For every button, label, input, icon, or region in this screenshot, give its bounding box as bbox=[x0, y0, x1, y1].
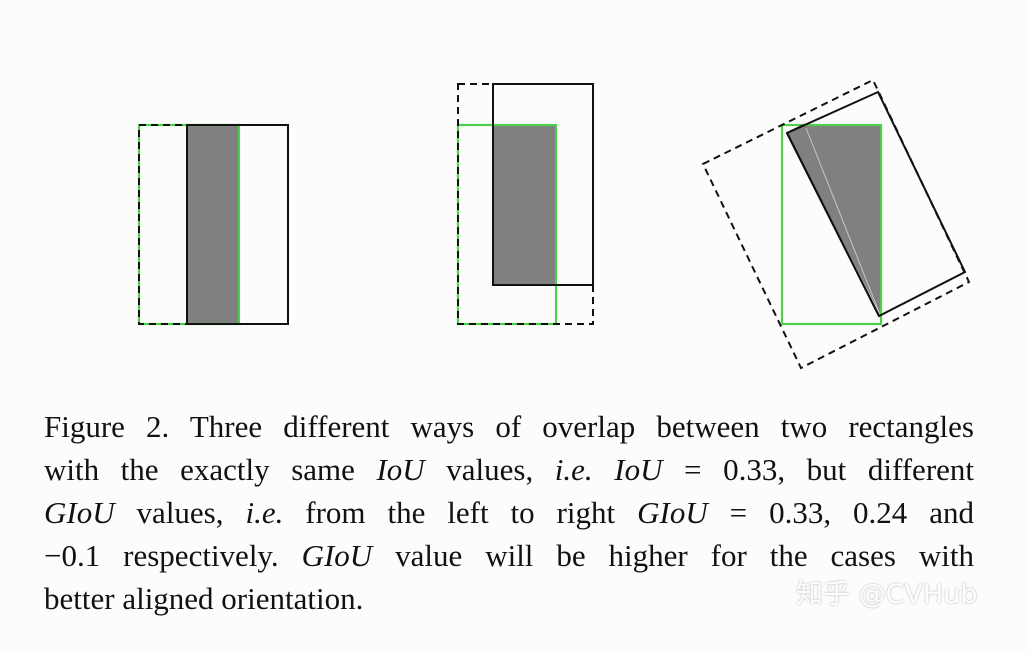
overlap-edge bbox=[786, 132, 880, 317]
green-box bbox=[780, 123, 883, 326]
enclosing-box-dashed bbox=[701, 78, 971, 370]
overlap-highlight bbox=[805, 127, 880, 313]
math-term: IoU bbox=[614, 452, 663, 487]
math-term: IoU bbox=[376, 452, 425, 487]
figure-caption: Figure 2. Three different ways of overla… bbox=[44, 405, 974, 620]
panel-3 bbox=[701, 78, 971, 370]
math-term: i.e. bbox=[554, 452, 593, 487]
caption-line: GIoU values, i.e. from the left to right… bbox=[44, 495, 974, 530]
enclosing-box-dashed bbox=[457, 83, 594, 325]
caption-line: Figure 2. Three different ways of overla… bbox=[44, 409, 974, 444]
figure-2-diagram bbox=[137, 78, 971, 370]
panel-2 bbox=[456, 83, 594, 326]
watermark: 知乎 @CVHub bbox=[796, 579, 978, 610]
overlap-top-edge bbox=[786, 124, 805, 134]
overlap-region bbox=[787, 125, 881, 316]
math-term: GIoU bbox=[44, 495, 115, 530]
panel-1 bbox=[137, 123, 289, 326]
overlap-region bbox=[493, 125, 556, 285]
overlap-region bbox=[187, 125, 239, 324]
enclosing-box-dashed bbox=[138, 124, 289, 325]
caption-line: −0.1 respectively. GIoU value will be hi… bbox=[44, 538, 974, 573]
caption-line: with the exactly same IoU values, i.e. I… bbox=[44, 452, 975, 487]
caption-line: better aligned orientation. bbox=[44, 581, 364, 616]
math-term: GIoU bbox=[637, 495, 708, 530]
math-term: GIoU bbox=[301, 538, 373, 573]
math-term: i.e. bbox=[245, 495, 284, 530]
